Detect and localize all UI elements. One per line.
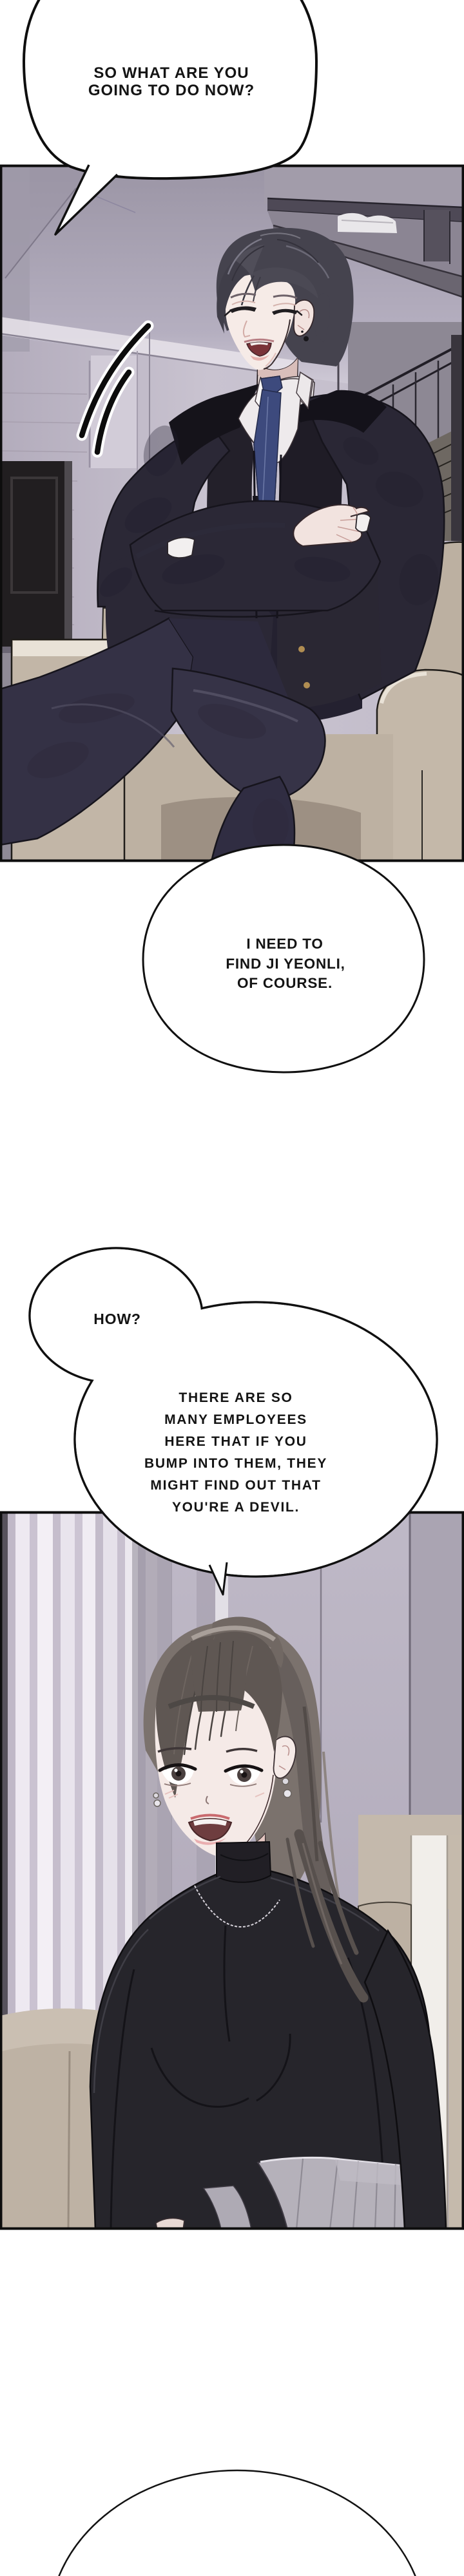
svg-text:GOING TO DO NOW?: GOING TO DO NOW?: [88, 82, 255, 99]
svg-text:SO WHAT ARE YOU: SO WHAT ARE YOU: [93, 64, 249, 82]
svg-text:THERE ARE SO: THERE ARE SO: [179, 1390, 293, 1405]
svg-text:HOW?: HOW?: [93, 1311, 140, 1327]
svg-text:YOU'RE A DEVIL.: YOU'RE A DEVIL.: [172, 1500, 300, 1515]
svg-text:I NEED TO: I NEED TO: [246, 936, 323, 952]
svg-text:FIND JI YEONLI,: FIND JI YEONLI,: [226, 956, 345, 972]
svg-text:MIGHT FIND OUT THAT: MIGHT FIND OUT THAT: [150, 1478, 321, 1493]
svg-text:MANY EMPLOYEES: MANY EMPLOYEES: [164, 1412, 307, 1427]
svg-text:OF COURSE.: OF COURSE.: [237, 975, 333, 991]
svg-text:HERE THAT IF YOU: HERE THAT IF YOU: [164, 1434, 307, 1449]
svg-text:BUMP INTO THEM, THEY: BUMP INTO THEM, THEY: [144, 1456, 327, 1471]
